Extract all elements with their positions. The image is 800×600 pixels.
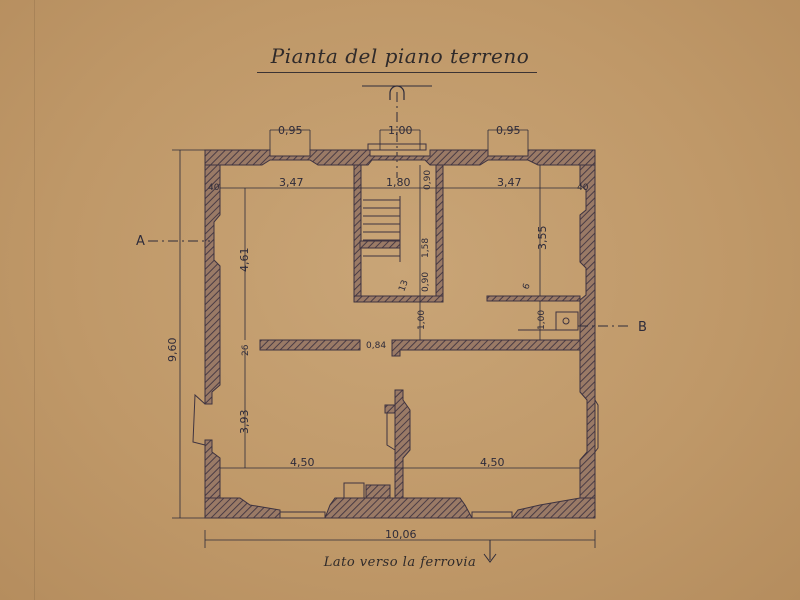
section-arrow-bottom <box>483 540 497 563</box>
section-line-b: B <box>578 320 647 335</box>
dim-room-right-width: 3,47 <box>497 176 522 189</box>
dim-stair-length: 1,58 <box>421 238 431 258</box>
dim-window-left: 0,95 <box>278 124 303 137</box>
dim-room-left-width: 3,47 <box>279 176 304 189</box>
dim-room-right-height: 3,55 <box>536 226 549 251</box>
dim-stair-lower: 0,90 <box>421 272 431 292</box>
dim-room-lower-left-width: 4,50 <box>290 456 315 469</box>
dim-stair-width: 1,80 <box>386 176 411 189</box>
dimension-labels: 0,95 1,00 0,95 3,47 1,80 3,47 40 40 0,90… <box>166 124 589 541</box>
right-details <box>518 311 579 331</box>
dim-opening-width: 0,84 <box>366 341 386 351</box>
section-arrow-top <box>362 85 432 178</box>
dim-passage-right: 1,00 <box>537 310 547 330</box>
openings <box>192 143 599 519</box>
dim-stair-corridor: 0,90 <box>423 170 433 190</box>
dim-overall-width: 10,06 <box>385 528 417 541</box>
dim-step-count-right: 6 <box>521 282 532 291</box>
exterior-walls <box>204 149 596 519</box>
dim-room-left-height: 4,61 <box>238 248 251 273</box>
dim-window-right: 0,95 <box>496 124 521 137</box>
fireplace <box>343 404 396 499</box>
stair-treads <box>359 196 401 262</box>
section-label-b: B <box>638 320 647 335</box>
section-label-a: A <box>136 234 145 249</box>
dim-passage-left: 1,00 <box>417 310 427 330</box>
dim-overall-height: 9,60 <box>166 338 179 363</box>
title-underline <box>257 72 537 73</box>
dim-wall-corner-tr: 40 <box>577 183 589 193</box>
drawing-title: Pianta del piano terreno <box>270 44 530 68</box>
dim-room-lower-height: 3,93 <box>238 410 251 435</box>
dim-wall-corner-tl: 40 <box>208 183 220 193</box>
dim-room-lower-right-width: 4,50 <box>480 456 505 469</box>
dim-step-count: 13 <box>397 279 410 293</box>
dim-door-top: 1,00 <box>388 124 413 137</box>
section-line-a: A <box>136 234 210 249</box>
drawing-caption: Lato verso la ferrovia <box>323 555 477 570</box>
interior-walls <box>259 164 581 499</box>
dimension-lines <box>172 129 596 548</box>
dim-partition-thickness: 26 <box>241 344 251 356</box>
